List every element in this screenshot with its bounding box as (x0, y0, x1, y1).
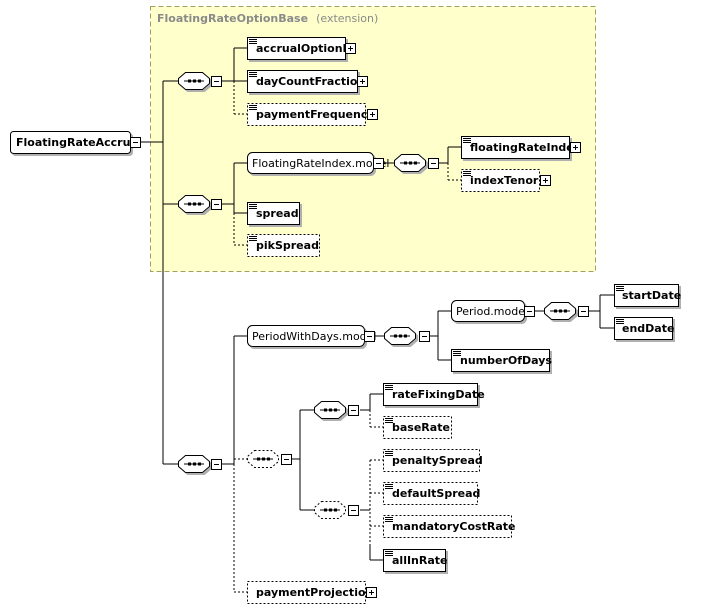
sequence-icon (320, 508, 340, 512)
sequence-period-collapse-button[interactable] (578, 306, 589, 317)
svg-text:floatingRateIndex: floatingRateIndex (470, 141, 581, 154)
sequence-icon (184, 202, 204, 206)
sequence-compositor-3[interactable] (178, 455, 210, 473)
sequence-compositor-2[interactable] (178, 195, 210, 213)
svg-text:Period.model: Period.model (456, 305, 528, 318)
element-mandatorycostrate[interactable]: mandatoryCostRate (383, 515, 516, 538)
sequence-icon (390, 334, 410, 338)
svg-text:indexTenor: indexTenor (470, 174, 539, 187)
documentation-lines-icon (463, 171, 471, 176)
element-penaltyspread[interactable]: penaltySpread (383, 449, 483, 472)
element-allinrate[interactable]: allInRate (383, 549, 448, 572)
sequence-compositor-floatingrateindex-model[interactable] (394, 154, 426, 172)
sequence-optional-collapse-button[interactable] (281, 454, 292, 465)
element-accrualoptionid[interactable]: accrualOptionId (247, 37, 355, 60)
extension-title: FloatingRateOptionBase (extension) (157, 9, 378, 26)
element-daycountfraction[interactable]: dayCountFraction (247, 70, 366, 93)
sequence-icon (550, 309, 570, 313)
documentation-lines-icon (463, 138, 471, 143)
element-pikspread[interactable]: pikSpread (247, 234, 320, 257)
documentation-lines-icon (385, 418, 393, 423)
element-indextenor[interactable]: indexTenor (461, 169, 540, 192)
sequence-6-collapse-button[interactable] (348, 505, 359, 516)
expand-plus-icon[interactable] (570, 142, 581, 153)
documentation-lines-icon (453, 351, 461, 356)
sequence-3-collapse-button[interactable] (211, 459, 222, 470)
sequence-pwd-collapse-button[interactable] (419, 331, 430, 342)
svg-text:FloatingRateAccrual: FloatingRateAccrual (16, 136, 142, 149)
element-floatingrateindex[interactable]: floatingRateIndex (461, 136, 581, 159)
svg-text:pikSpread: pikSpread (256, 239, 319, 252)
svg-text:startDate: startDate (622, 289, 681, 302)
svg-text:numberOfDays: numberOfDays (460, 354, 552, 367)
group-floatingrateindex-model[interactable]: FloatingRateIndex.model (247, 152, 390, 174)
documentation-lines-icon (385, 451, 393, 456)
sequence-icon (320, 408, 340, 412)
group-period-model-collapse-button[interactable] (524, 306, 535, 317)
sequence-icon (400, 161, 420, 165)
root-element-floatingrateaccrual[interactable]: FloatingRateAccrual (10, 131, 142, 154)
expand-plus-icon[interactable] (357, 76, 368, 87)
documentation-lines-icon (249, 204, 257, 209)
svg-text:paymentFrequency: paymentFrequency (256, 108, 375, 121)
documentation-lines-icon (249, 105, 257, 110)
group-period-model[interactable]: Period.model (451, 300, 529, 322)
element-ratefixingdate[interactable]: rateFixingDate (383, 383, 485, 406)
svg-text:endDate: endDate (622, 322, 674, 335)
expand-plus-icon[interactable] (366, 587, 377, 598)
documentation-lines-icon (616, 286, 624, 291)
svg-text:allInRate: allInRate (392, 554, 448, 567)
sequence-compositor-6-optional[interactable] (314, 501, 346, 519)
svg-text:accrualOptionId: accrualOptionId (256, 42, 355, 55)
documentation-lines-icon (249, 39, 257, 44)
svg-text:penaltySpread: penaltySpread (392, 454, 483, 467)
expand-plus-icon[interactable] (540, 175, 551, 186)
sequence-compositor-5[interactable] (314, 401, 346, 419)
documentation-lines-icon (616, 319, 624, 324)
documentation-lines-icon (385, 551, 393, 556)
connectors (141, 47, 614, 593)
sequence-compositor-periodwithdays-model[interactable] (384, 327, 416, 345)
sequence-1-collapse-button[interactable] (211, 76, 222, 87)
svg-text:spread: spread (256, 207, 299, 220)
svg-text:rateFixingDate: rateFixingDate (392, 388, 485, 401)
sequence-2-collapse-button[interactable] (211, 199, 222, 210)
documentation-lines-icon (385, 517, 393, 522)
element-numberofdays[interactable]: numberOfDays (451, 349, 553, 372)
element-enddate[interactable]: endDate (614, 317, 675, 340)
sequence-compositor-optional[interactable] (247, 450, 279, 468)
group-fri-model-collapse-button[interactable] (373, 158, 384, 169)
svg-text:baseRate: baseRate (392, 421, 450, 434)
svg-text:PeriodWithDays.model: PeriodWithDays.model (252, 330, 376, 343)
sequence-compositor-1[interactable] (178, 72, 210, 90)
root-collapse-button[interactable] (130, 137, 141, 148)
svg-text:mandatoryCostRate: mandatoryCostRate (392, 520, 515, 533)
element-defaultspread[interactable]: defaultSpread (383, 482, 481, 505)
group-pwd-model-collapse-button[interactable] (364, 331, 375, 342)
documentation-lines-icon (385, 484, 393, 489)
element-paymentprojection[interactable]: paymentProjection (247, 581, 374, 604)
expand-plus-icon[interactable] (345, 43, 356, 54)
svg-text:FloatingRateIndex.model: FloatingRateIndex.model (252, 157, 389, 170)
documentation-lines-icon (249, 236, 257, 241)
element-baserate[interactable]: baseRate (383, 416, 452, 439)
element-startdate[interactable]: startDate (614, 284, 682, 307)
svg-text:dayCountFraction: dayCountFraction (256, 75, 365, 88)
documentation-lines-icon (249, 72, 257, 77)
sequence-fri-collapse-button[interactable] (428, 158, 439, 169)
element-paymentfrequency[interactable]: paymentFrequency (247, 103, 375, 126)
svg-text:defaultSpread: defaultSpread (392, 487, 480, 500)
sequence-5-collapse-button[interactable] (348, 405, 359, 416)
svg-text:paymentProjection: paymentProjection (256, 586, 373, 599)
sequence-icon (184, 462, 204, 466)
sequence-icon (184, 79, 204, 83)
group-periodwithdays-model[interactable]: PeriodWithDays.model (247, 325, 377, 347)
sequence-icon (253, 457, 273, 461)
documentation-lines-icon (385, 385, 393, 390)
element-spread[interactable]: spread (247, 202, 300, 225)
expand-plus-icon[interactable] (367, 109, 378, 120)
sequence-compositor-period-model[interactable] (544, 302, 576, 320)
